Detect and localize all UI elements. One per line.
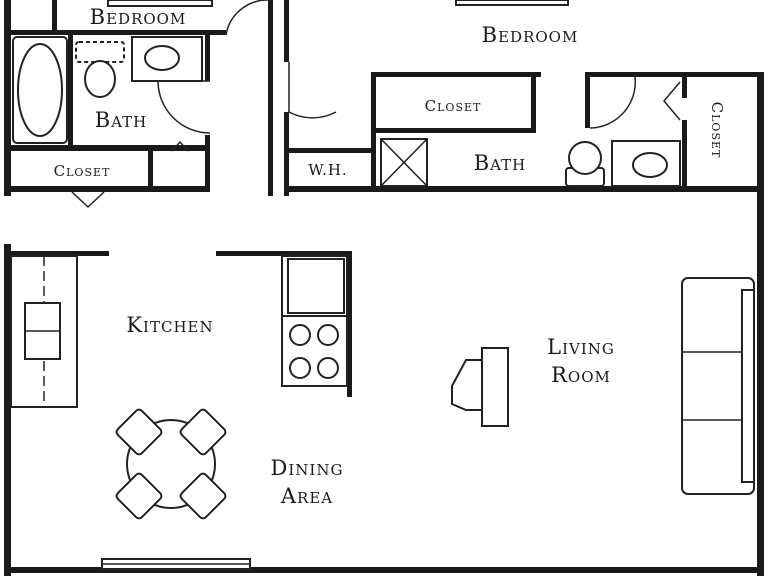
outer-wall-left-upper [4,0,11,196]
closet-mid-bottom [376,128,536,133]
outer-wall-bottom [4,567,764,573]
label-closet-left: Closet [54,162,111,180]
label-closet-right: Closet [708,102,726,159]
door-swing-bath-right [589,76,637,129]
right-wing-bottom [284,186,764,192]
vanity-right [611,140,681,187]
label-bath-right: Bath [474,151,527,175]
burner-2 [317,324,339,346]
bath-left-divider [68,35,73,145]
dining-chair-2 [179,408,227,456]
toilet-tank-left [75,41,125,63]
toilet-bowl-left [84,60,116,98]
refrigerator-door [287,258,345,314]
fixtures [10,0,755,570]
bath-left-bottom [11,145,210,151]
bed-edge-left [107,0,213,7]
bath-right-top-2 [585,72,635,77]
bath-right-left [371,72,376,152]
closet-right-left-lower [682,120,687,190]
room-labels: Bedroom Bedroom Bath Bath Closet Closet … [54,5,726,508]
left-bedroom-divider [52,0,57,30]
dining-chair-3 [115,472,163,520]
sofa-back [741,289,755,483]
hall-wall-right [284,0,289,62]
bath-left-right-wall [205,35,210,81]
label-dining-line1: Dining [271,456,344,480]
bath-left-lower-wall [205,135,210,190]
dining-chair-1 [115,408,163,456]
outer-wall-left-lower [4,244,11,576]
dining-chair-4 [179,472,227,520]
door-swing-hall [288,62,337,119]
kitchen-top-right [216,251,352,256]
closet-right-door-mark [663,81,681,121]
outer-wall-right [757,72,764,576]
label-bath-left: Bath [95,108,148,132]
burner-4 [317,357,339,379]
shower-x-2 [380,138,428,187]
walls [4,0,764,576]
hall-wall-right-lower [284,112,289,196]
closet-left-door-mark [71,191,105,209]
closet-left-divider [148,151,153,190]
bathtub-basin [17,43,63,137]
label-bedroom-right: Bedroom [482,23,579,47]
label-closet-mid: Closet [425,97,482,115]
sink-left [144,45,180,71]
closet-right-left [682,72,687,98]
closet-left-door-mark-2 [171,140,189,152]
toilet-bowl-right [568,141,602,175]
burner-3 [289,357,311,379]
label-living-line1: Living [547,335,615,359]
closet-mid-right [531,77,536,133]
bed-edge-right [455,0,569,6]
kitchen-right-wall [347,251,352,397]
wh-top [284,148,376,153]
bath-right-door-post [585,72,590,128]
label-water-heater: W.H. [308,161,347,179]
doors [71,0,681,209]
closet-right-top [635,72,764,77]
door-swing-bedroom-left [225,0,268,36]
top-left-bedroom-wall [11,30,226,35]
kitchen-top-left [11,251,109,256]
burner-1 [289,324,311,346]
bath-right-top [371,72,541,77]
label-kitchen: Kitchen [126,313,213,337]
stove [281,315,348,387]
sink-right [632,152,668,178]
door-swing-bath-left [157,80,211,134]
left-wing-bottom [11,186,210,192]
lounge-chair [451,347,509,427]
wh-divider [371,148,376,188]
label-living-line2: Room [551,363,611,387]
hall-wall-left [268,0,273,196]
label-bedroom-left: Bedroom [90,5,187,29]
label-dining-line2: Area [280,484,333,508]
